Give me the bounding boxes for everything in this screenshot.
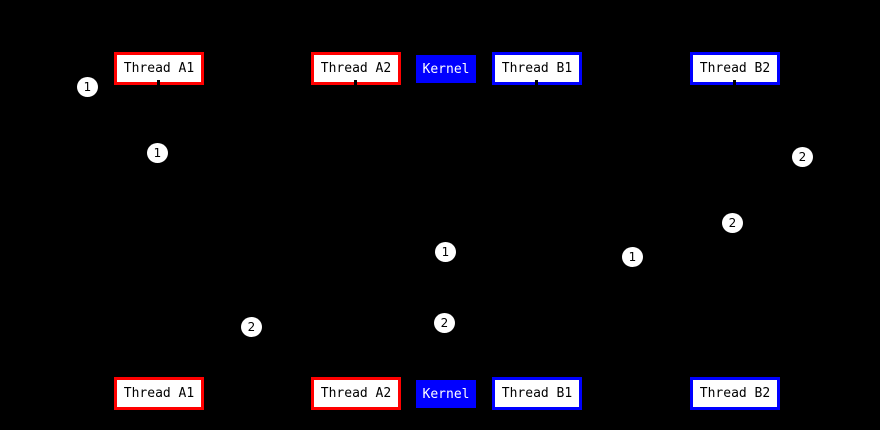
actor-box-kernel-top: Kernel (416, 55, 476, 83)
sequence-marker: 1 (77, 77, 98, 97)
lifeline-tick (535, 80, 538, 87)
sequence-marker: 1 (435, 242, 456, 262)
actor-box-thread-b2-bottom: Thread B2 (690, 377, 780, 410)
actor-box-thread-a2-bottom: Thread A2 (311, 377, 401, 410)
sequence-marker: 2 (434, 313, 455, 333)
actor-box-thread-b1-top: Thread B1 (492, 52, 582, 85)
lifeline-tick (354, 80, 357, 87)
lifeline-tick (733, 80, 736, 87)
sequence-marker: 2 (792, 147, 813, 167)
actor-box-thread-a1-top: Thread A1 (114, 52, 204, 85)
sequence-marker: 2 (722, 213, 743, 233)
sequence-marker: 1 (622, 247, 643, 267)
actor-box-thread-a1-bottom: Thread A1 (114, 377, 204, 410)
sequence-marker: 1 (147, 143, 168, 163)
actor-box-kernel-bottom: Kernel (416, 380, 476, 408)
sequence-marker: 2 (241, 317, 262, 337)
actor-box-thread-b1-bottom: Thread B1 (492, 377, 582, 410)
lifeline-tick (157, 80, 160, 87)
